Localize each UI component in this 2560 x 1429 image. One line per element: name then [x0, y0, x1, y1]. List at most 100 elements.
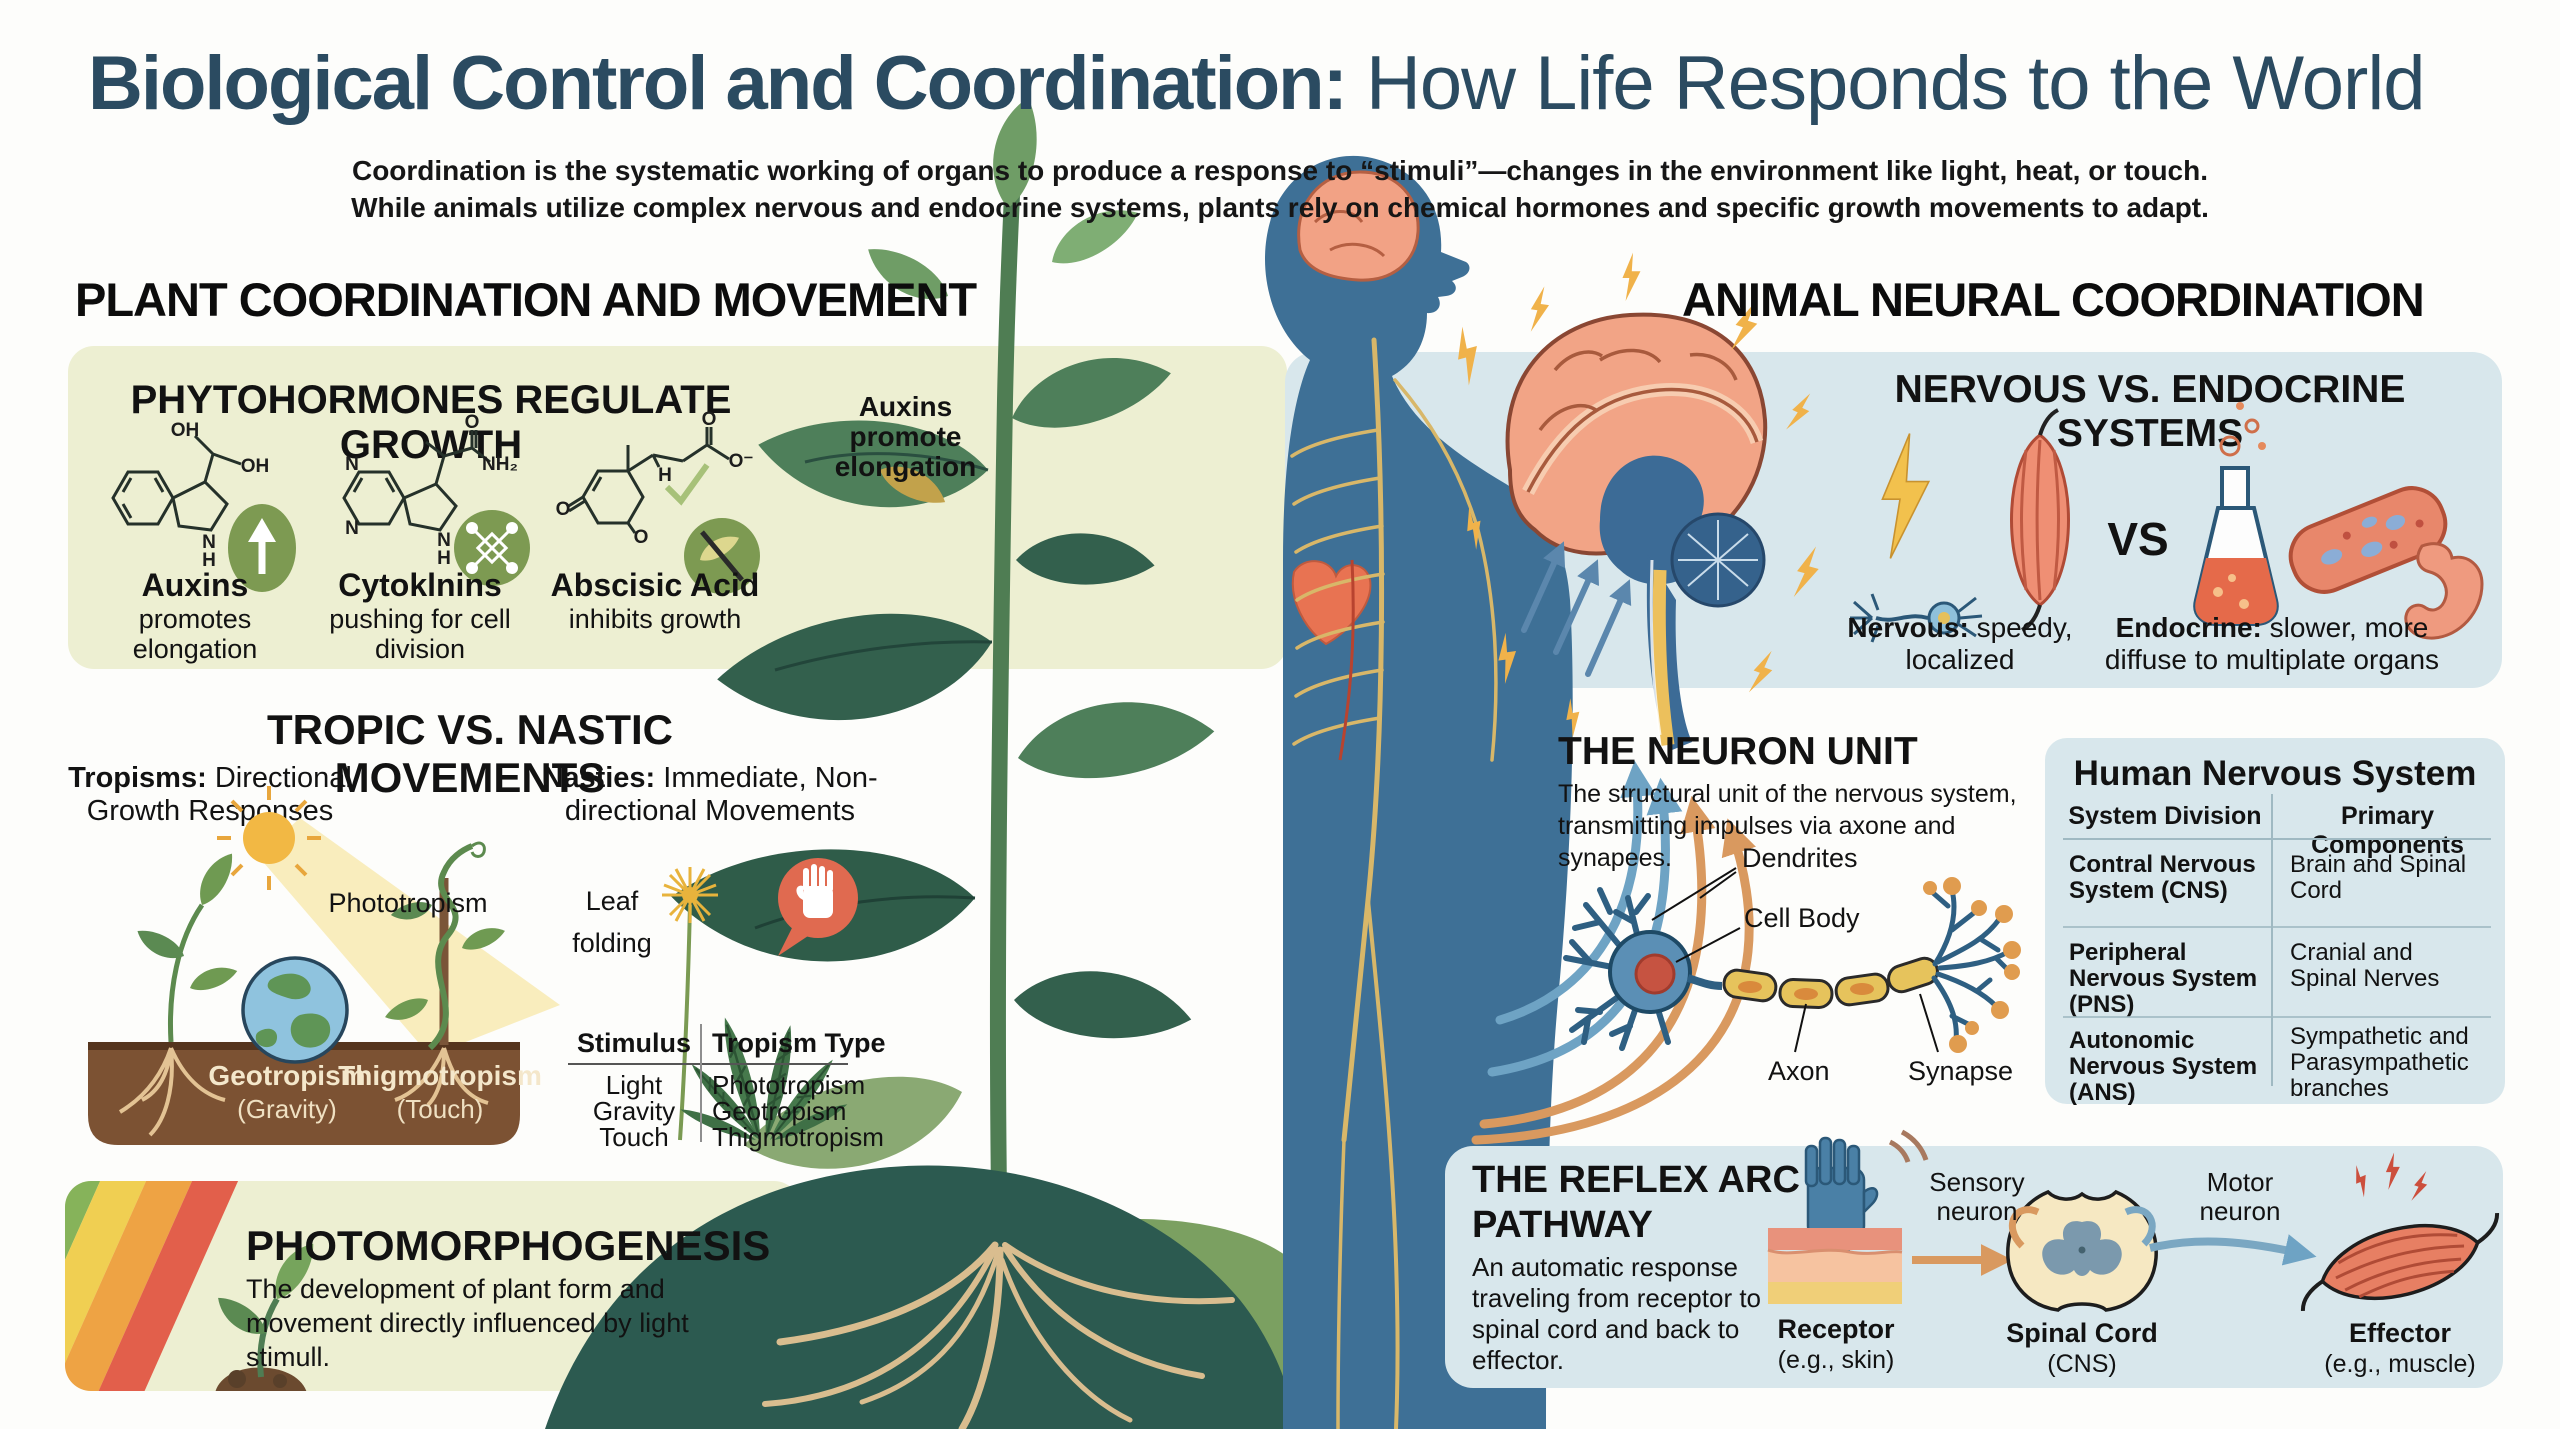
neuron-unit-desc: The structural unit of the nervous syste… [1558, 780, 2017, 872]
effector-label: Effector [2348, 1318, 2451, 1348]
hormone-structure-auxin: OH OH N H [111, 420, 270, 571]
main-title: Biological Control and Coordination: How… [88, 40, 2425, 127]
motor-arrow [2149, 1234, 2317, 1266]
nervous-rest: speedy, localized [1905, 612, 2073, 675]
chem-label: NH₂ [482, 454, 518, 475]
fern-fronds [680, 1017, 848, 1140]
neuron-illustration [1563, 867, 2021, 1053]
chem-label: O [556, 499, 571, 520]
reflex-arc-panel [1445, 1146, 2503, 1388]
sun-icon [217, 786, 321, 890]
nervous-endocrine-icons [1850, 402, 2484, 643]
photomorph-seedling-icon [210, 1236, 323, 1391]
animal-section-heading: ANIMAL NEURAL COORDINATION [1682, 273, 2425, 326]
reflex-arc-desc: An automatic response traveling from rec… [1472, 1252, 1762, 1375]
muscle-icon [2010, 408, 2070, 632]
cell-division-icon [454, 510, 530, 586]
endocrine-strong: Endocrine: [2115, 612, 2262, 643]
table-cell: Phototropism [712, 1070, 866, 1100]
photomorphogenesis-title: PHOTOMORPHOGENESIS [246, 1222, 771, 1269]
hns-line [2063, 926, 2491, 928]
phototropism-label: Phototropism [328, 888, 488, 918]
touch-hand-badge-icon [778, 858, 858, 956]
stomach-icon [2404, 542, 2484, 640]
chem-label: O [634, 527, 649, 548]
plant-stem [989, 187, 1020, 1263]
thigmotropism-sub: (Touch) [396, 1094, 484, 1124]
motor-neuron-label: Motor neuron [2199, 1167, 2281, 1226]
plant-section-heading: PLANT COORDINATION AND MOVEMENT [75, 273, 977, 326]
tropisms-rest: Directional Growth Responses [86, 762, 352, 827]
vine-roots [394, 1047, 489, 1107]
spinal-cord-line [1652, 569, 1675, 746]
neuron-icon [1850, 593, 1983, 643]
seedling-roots [118, 1047, 226, 1137]
table-cell: Touch [599, 1122, 669, 1152]
hns-cell: Contral Nervous System (CNS) [2069, 851, 2256, 904]
photomorphogenesis-desc: The development of plant form and moveme… [246, 1274, 689, 1372]
reflex-title-line1: THE REFLEX ARC [1472, 1159, 1800, 1201]
hormone-desc: inhibits growth [568, 604, 742, 634]
main-title-light: How Life Responds to the World [1345, 41, 2425, 126]
animal-art [1264, 155, 1825, 1429]
effector-icon [2300, 1152, 2500, 1312]
chem-label: OH [241, 456, 270, 477]
vs-label: VS [2107, 513, 2169, 565]
hns-title: Human Nervous System [2073, 754, 2477, 793]
dandelion-icon [662, 867, 718, 923]
chem-label: N [437, 530, 451, 551]
auxin-note: Auxins promote elongation [834, 391, 977, 482]
tropic-heading: TROPIC VS. NASTIC MOVEMENTS [266, 706, 674, 801]
auxin-up-arrow-icon [228, 504, 296, 592]
sensory-neuron-label: Sensory neuron [1929, 1167, 2025, 1226]
chem-label: H [658, 465, 672, 486]
phytohormones-title: PHYTOHORMONES REGULATE GROWTH [130, 378, 732, 467]
plant-leaves [669, 92, 1218, 1189]
reflex-arc-illustration [1767, 1129, 2500, 1312]
hormone-structure-cytokinin: O NH₂ N N N H [342, 412, 518, 569]
stimulus-table-header: Tropism Type [712, 1028, 886, 1058]
nerve-network [1290, 337, 1498, 1429]
nasties-strong: Nasties: [542, 762, 656, 794]
endocrine-rest: slower, more diffuse to multiplate organ… [2104, 612, 2440, 675]
nervous-strong: Nervous: [1847, 612, 1969, 643]
hns-table: Human Nervous System System Division Pri… [2045, 738, 2505, 1106]
nucleus [1634, 953, 1676, 995]
cell-body-label: Cell Body [1744, 903, 1860, 933]
dendrites-label: Dendrites [1742, 843, 1858, 873]
plant-roots [762, 1241, 1235, 1429]
human-figure-illustration [1264, 155, 1573, 1429]
geotropism-sub: (Gravity) [237, 1094, 337, 1124]
chem-label: OH [171, 420, 200, 441]
axon-label: Axon [1768, 1056, 1830, 1086]
table-cell: Geotropism [712, 1096, 847, 1126]
subtitle-line2: While animals utilize complex nervous an… [351, 192, 2209, 223]
heart-icon [1291, 560, 1372, 646]
nervous-caption: Nervous: speedy, localized [1830, 612, 2090, 676]
nasties-rest: Immediate, Non-directional Movements [564, 762, 878, 827]
axon-terminal [1929, 887, 2011, 1043]
main-title-strong: Biological Control and Coordination: [88, 41, 1348, 126]
effector-sub: (e.g., muscle) [2324, 1350, 2476, 1378]
chem-label: N [345, 454, 359, 475]
reflex-title-line2: PATHWAY [1472, 1204, 1653, 1246]
reflex-arc-title: THE REFLEX ARC PATHWAY [1472, 1158, 1800, 1248]
lightning-icon [1881, 432, 1930, 560]
hns-divider [2271, 794, 2273, 1086]
nasties-caption: Nasties: Immediate, Non-directional Move… [510, 762, 910, 828]
hormone-name: Abscisic Acid [550, 567, 760, 603]
hns-line [2063, 1016, 2491, 1018]
head-brain-icon [1297, 170, 1420, 282]
brain-illustration [1505, 312, 1768, 750]
chem-label: H [202, 550, 216, 571]
soil-illustration [88, 1042, 520, 1145]
hormone-bubbles-icon [2219, 435, 2241, 457]
table-cell: Thigmotropism [712, 1122, 884, 1152]
chem-label: N [345, 518, 359, 539]
chem-label: O⁻ [729, 451, 754, 472]
table-cell: Light [605, 1070, 663, 1100]
tropisms-strong: Tropisms: [68, 762, 207, 794]
hns-header: Primary Components [2311, 802, 2464, 859]
hormone-desc: promotes elongation [132, 604, 258, 664]
